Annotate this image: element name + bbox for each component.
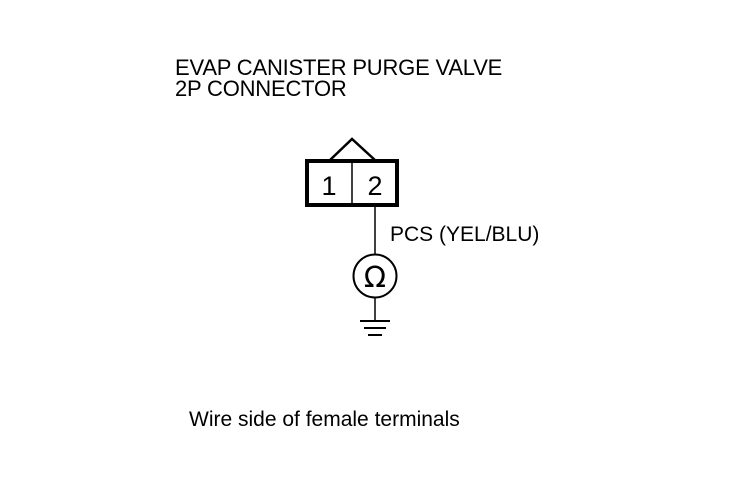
diagram-title-line-2: 2P CONNECTOR (175, 76, 347, 101)
connector-2p: 1 2 (305, 159, 399, 207)
ground-icon (360, 320, 390, 336)
ohm-symbol: Ω (364, 260, 386, 294)
ohmmeter-icon: Ω (352, 253, 398, 299)
connector-pin-2: 2 (367, 171, 382, 201)
diagram-caption: Wire side of female terminals (189, 408, 460, 431)
connector-pin-1: 1 (321, 171, 336, 201)
diagram-title-line-1: EVAP CANISTER PURGE VALVE (175, 55, 502, 80)
ohmmeter-circle (352, 253, 398, 299)
wire-label: PCS (YEL/BLU) (390, 223, 539, 246)
connector-lock-tab-icon (328, 137, 377, 162)
